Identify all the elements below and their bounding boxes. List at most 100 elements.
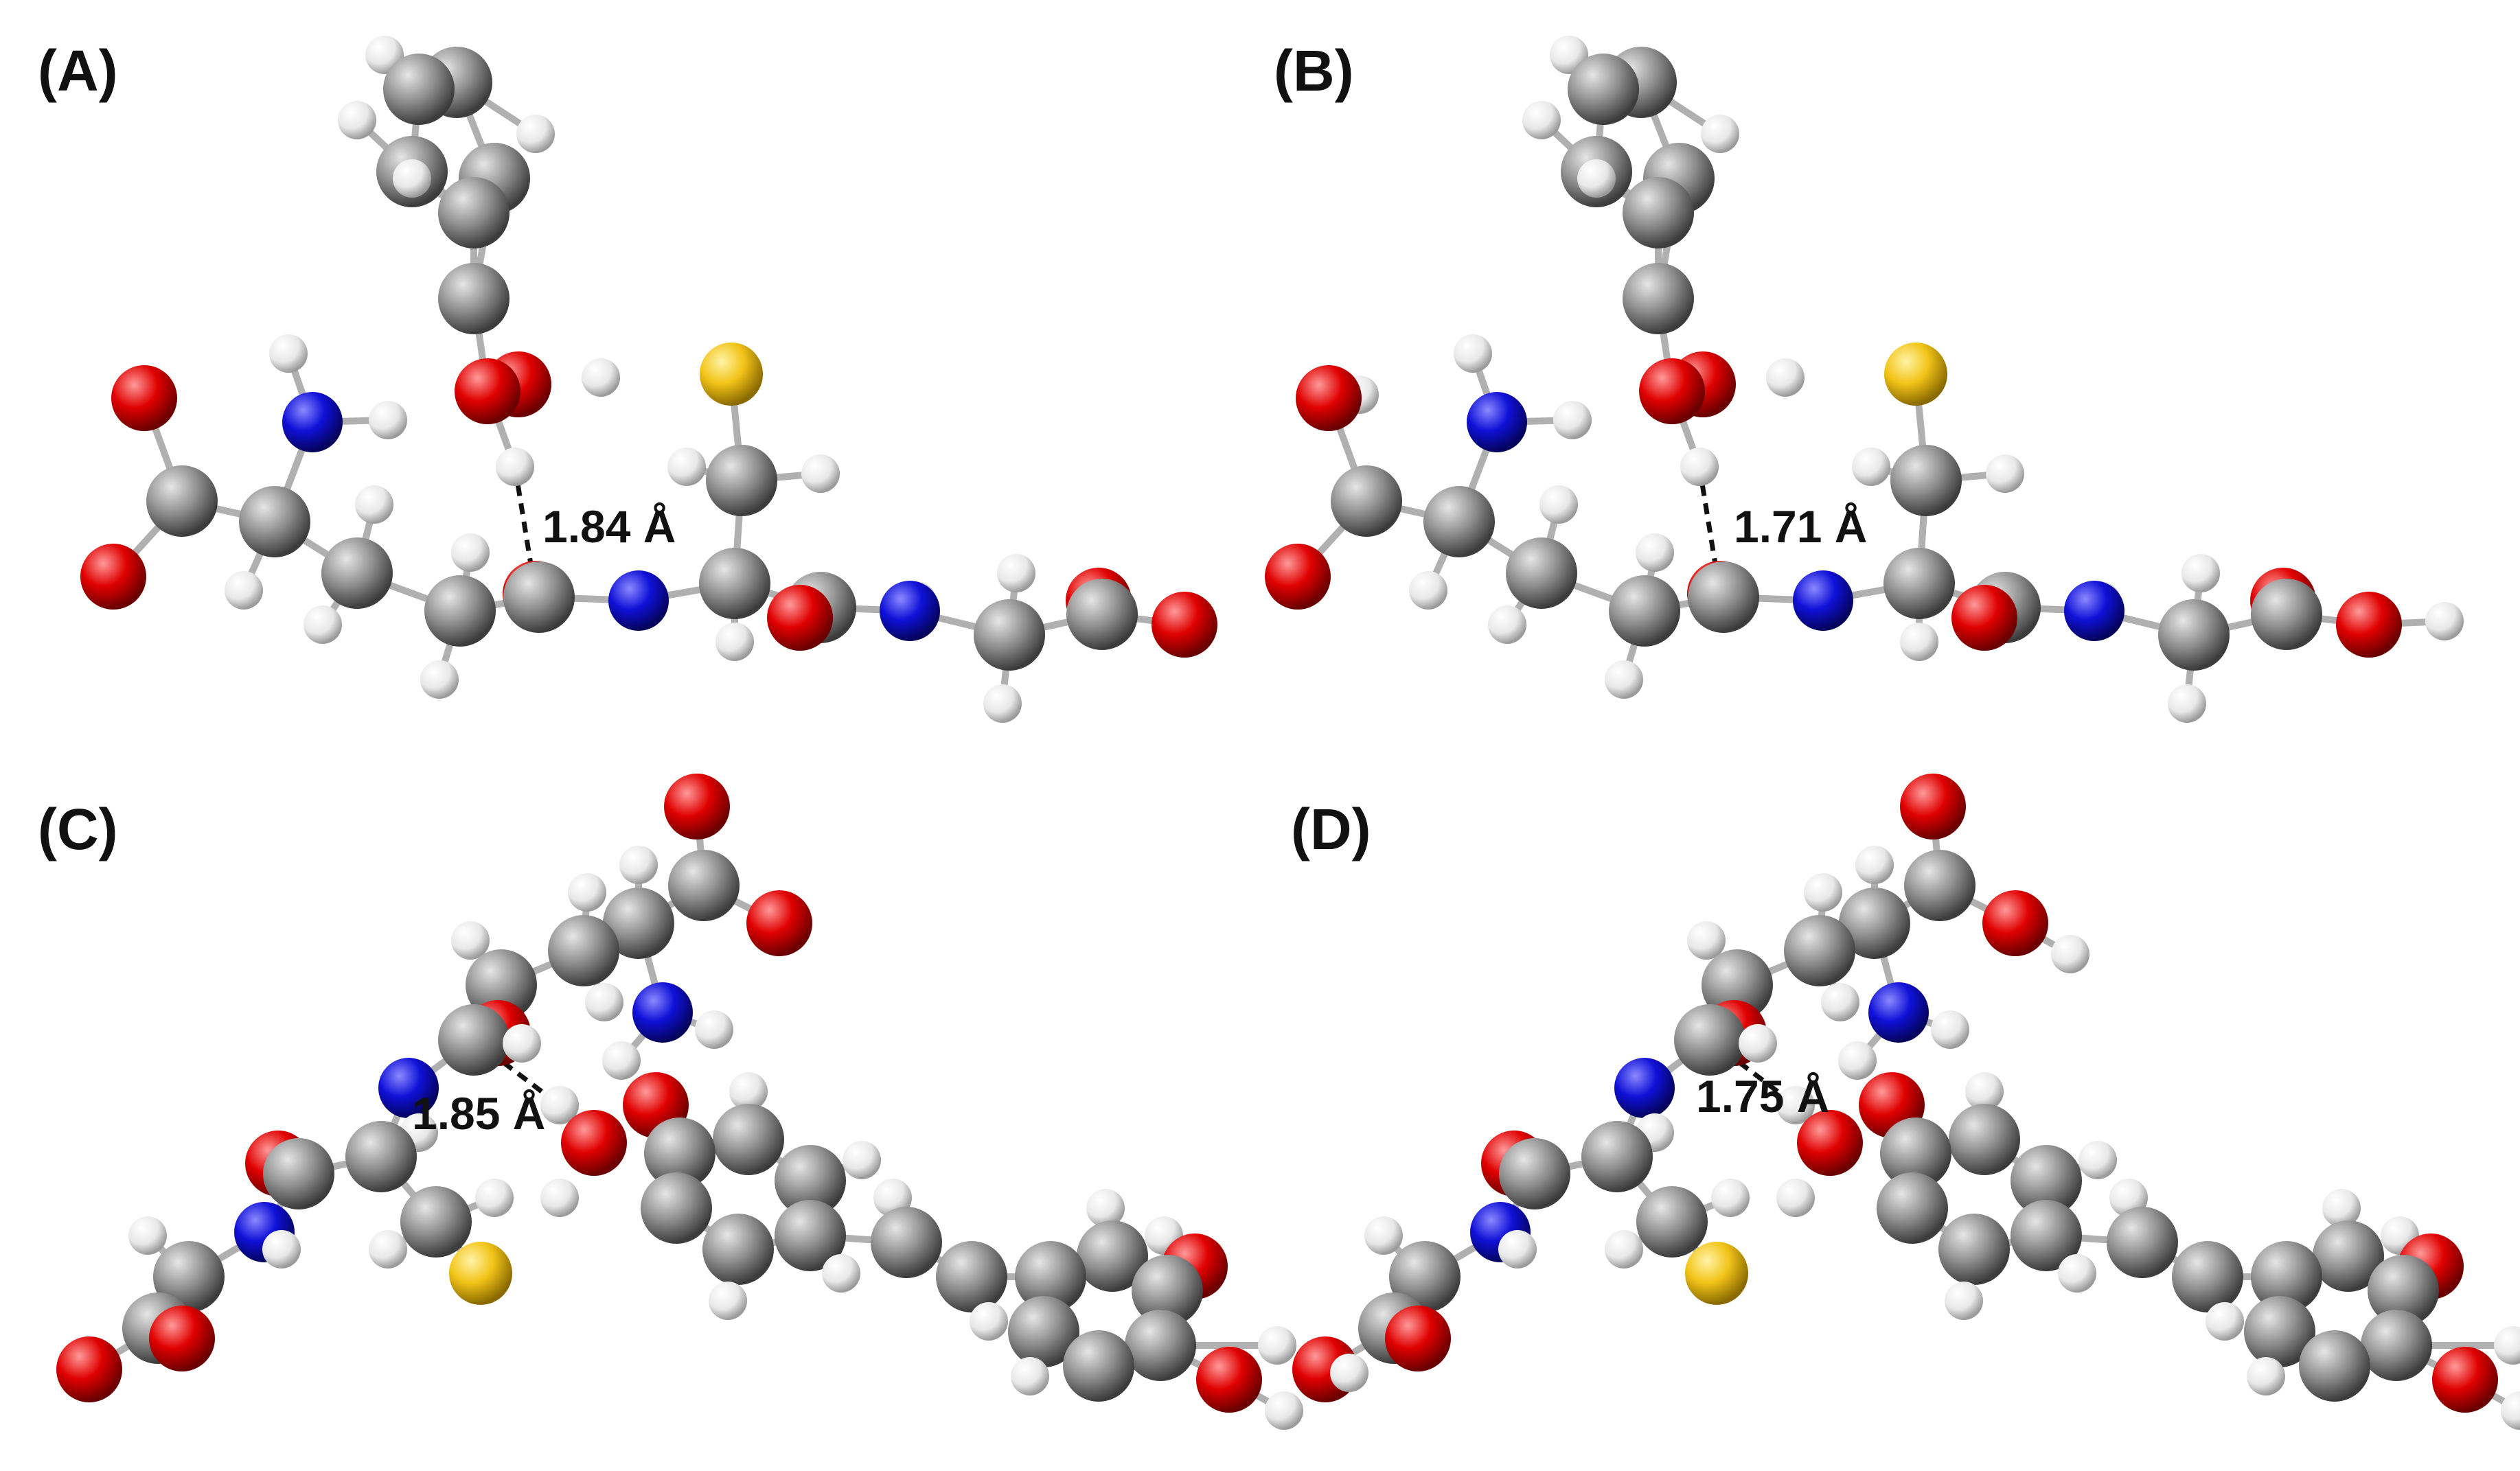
panel-c-oxygen-atom (664, 774, 730, 839)
panel-a-carbon-atom (146, 465, 218, 537)
panel-b-carbon-atom (1423, 486, 1495, 557)
atom-layer (56, 36, 2520, 1430)
panel-c-hydrogen-atom (540, 1086, 579, 1124)
panel-d-carbon-atom (1949, 1104, 2020, 1175)
panel-d-sulfur-atom (1685, 1242, 1748, 1305)
panel-c-oxygen-atom (56, 1336, 122, 1402)
panel-c-carbon-atom (603, 888, 674, 959)
panel-a-nitrogen-atom (608, 570, 669, 631)
panel-c-carbon-atom (713, 1104, 784, 1175)
panel-c-hydrogen-atom (822, 1254, 860, 1293)
panel-b-nitrogen-atom (1793, 570, 1853, 631)
panel-a-hydrogen-atom (496, 448, 534, 486)
panel-d-hydrogen-atom (1687, 921, 1726, 960)
panel-c-carbon-atom (1132, 1255, 1203, 1326)
panel-d-hydrogen-atom (1838, 1041, 1877, 1080)
panel-d-hydrogen-atom (2051, 935, 2089, 973)
panel-c-hydrogen-atom (709, 1282, 747, 1320)
panel-d-hydrogen-atom (2247, 1357, 2285, 1395)
panel-b-hbond-distance-label: 1.71 Å (1734, 501, 1867, 552)
panel-b-hydrogen-atom (1539, 485, 1578, 524)
panel-c-carbon-atom (1008, 1296, 1079, 1367)
panel-a-oxygen-atom (80, 544, 146, 610)
panel-b-carbon-atom (1688, 561, 1759, 633)
panel-c-hydrogen-atom (503, 1024, 541, 1063)
panel-c-carbon-atom (263, 1138, 334, 1209)
panel-c-hydrogen-atom (451, 921, 490, 960)
panel-a-hydrogen-atom (983, 684, 1022, 723)
panel-a-hydrogen-atom (269, 334, 308, 373)
panel-b-hydrogen-atom (1553, 401, 1592, 439)
panel-a-hydrogen-atom (225, 571, 263, 610)
panel-d-carbon-atom (1702, 949, 1773, 1021)
panel-b-oxygen-atom (2336, 592, 2402, 658)
panel-d-hydrogen-atom (1855, 846, 1894, 884)
panel-d-hydrogen-atom (1776, 1086, 1815, 1124)
panel-a-oxygen-atom (767, 585, 833, 651)
panel-d-hydrogen-atom (1330, 1354, 1368, 1392)
panel-c-hydrogen-atom (262, 1230, 301, 1269)
panel-d-oxygen-atom (1385, 1306, 1451, 1371)
panel-c-oxygen-atom (561, 1110, 627, 1176)
panel-a-carbon-atom (974, 599, 1045, 671)
panel-d-carbon-atom (1839, 888, 1910, 959)
panel-b-carbon-atom (1506, 537, 1577, 609)
panel-d-carbon-atom (2011, 1145, 2082, 1216)
panel-a-hydrogen-atom (303, 605, 342, 644)
panel-b-sulfur-atom (1884, 343, 1947, 406)
panel-d-hydrogen-atom (1498, 1230, 1537, 1269)
panel-b-hydrogen-atom (2181, 554, 2220, 592)
panel-a-carbon-atom (438, 177, 509, 248)
panel-a-hydrogen-atom (801, 454, 840, 493)
panel-b-carbon-atom (1623, 177, 1694, 248)
panel-d-hydrogen-atom (1945, 1282, 1983, 1320)
panel-b-hydrogen-atom (1522, 101, 1561, 139)
panel-b-hydrogen-atom (1636, 533, 1674, 572)
panel-c-hydrogen-atom (568, 873, 606, 912)
panel-b-nitrogen-atom (2064, 581, 2124, 641)
panel-c-hydrogen-atom (128, 1216, 167, 1255)
panel-c-carbon-atom (775, 1145, 846, 1216)
panel-d-hydrogen-atom (1739, 1024, 1777, 1063)
panel-label-c: (C) (38, 797, 118, 861)
panel-b-carbon-atom (1331, 465, 1402, 537)
panel-c-oxygen-atom (149, 1306, 215, 1371)
panel-c-carbon-atom (438, 1004, 509, 1076)
panel-d-carbon-atom (2172, 1241, 2243, 1312)
panel-d-carbon-atom (1499, 1138, 1570, 1209)
panel-a-oxygen-atom (455, 358, 520, 424)
panel-d-hydrogen-atom (2494, 1326, 2520, 1365)
panel-d-carbon-atom (1904, 850, 1975, 921)
panel-b-nitrogen-atom (1467, 392, 1527, 452)
panel-a-hydrogen-atom (516, 115, 555, 153)
panel-b-hydrogen-atom (1680, 448, 1719, 486)
panel-d-nitrogen-atom (1614, 1058, 1675, 1118)
panel-c-hydrogen-atom (475, 1179, 514, 1217)
panel-d-carbon-atom (2368, 1255, 2439, 1326)
panel-b-carbon-atom (2158, 599, 2230, 671)
panel-a-hydrogen-atom (420, 660, 459, 699)
panel-d-hydrogen-atom (2078, 1141, 2117, 1179)
panel-c-carbon-atom (668, 850, 740, 921)
panel-c-carbon-atom (871, 1207, 942, 1278)
panel-b-hydrogen-atom (1488, 605, 1526, 644)
panel-d-nitrogen-atom (1868, 982, 1929, 1043)
panel-a-hydrogen-bond-line (512, 466, 538, 594)
panel-d-carbon-atom (2299, 1330, 2370, 1402)
panel-a-hydrogen-atom (338, 101, 376, 139)
panel-d-hydrogen-atom (2501, 1391, 2520, 1430)
panel-b-hydrogen-atom (1900, 623, 1938, 661)
panel-c-carbon-atom (702, 1214, 774, 1285)
panel-d-oxygen-atom (1900, 774, 1966, 839)
panel-a-hydrogen-atom (369, 401, 407, 439)
panel-d-hbond-distance-label: 1.75 Å (1696, 1071, 1829, 1122)
panel-d-hydrogen-atom (2058, 1254, 2096, 1293)
panel-c-carbon-atom (775, 1200, 846, 1271)
panel-d-hydrogen-atom (2206, 1302, 2244, 1341)
panel-d-carbon-atom (1581, 1121, 1653, 1192)
panel-b-hydrogen-atom (1409, 571, 1447, 610)
panel-b-hydrogen-atom (1766, 358, 1805, 397)
panel-c-carbon-atom (400, 1186, 472, 1258)
panel-c-carbon-atom (1125, 1310, 1196, 1381)
